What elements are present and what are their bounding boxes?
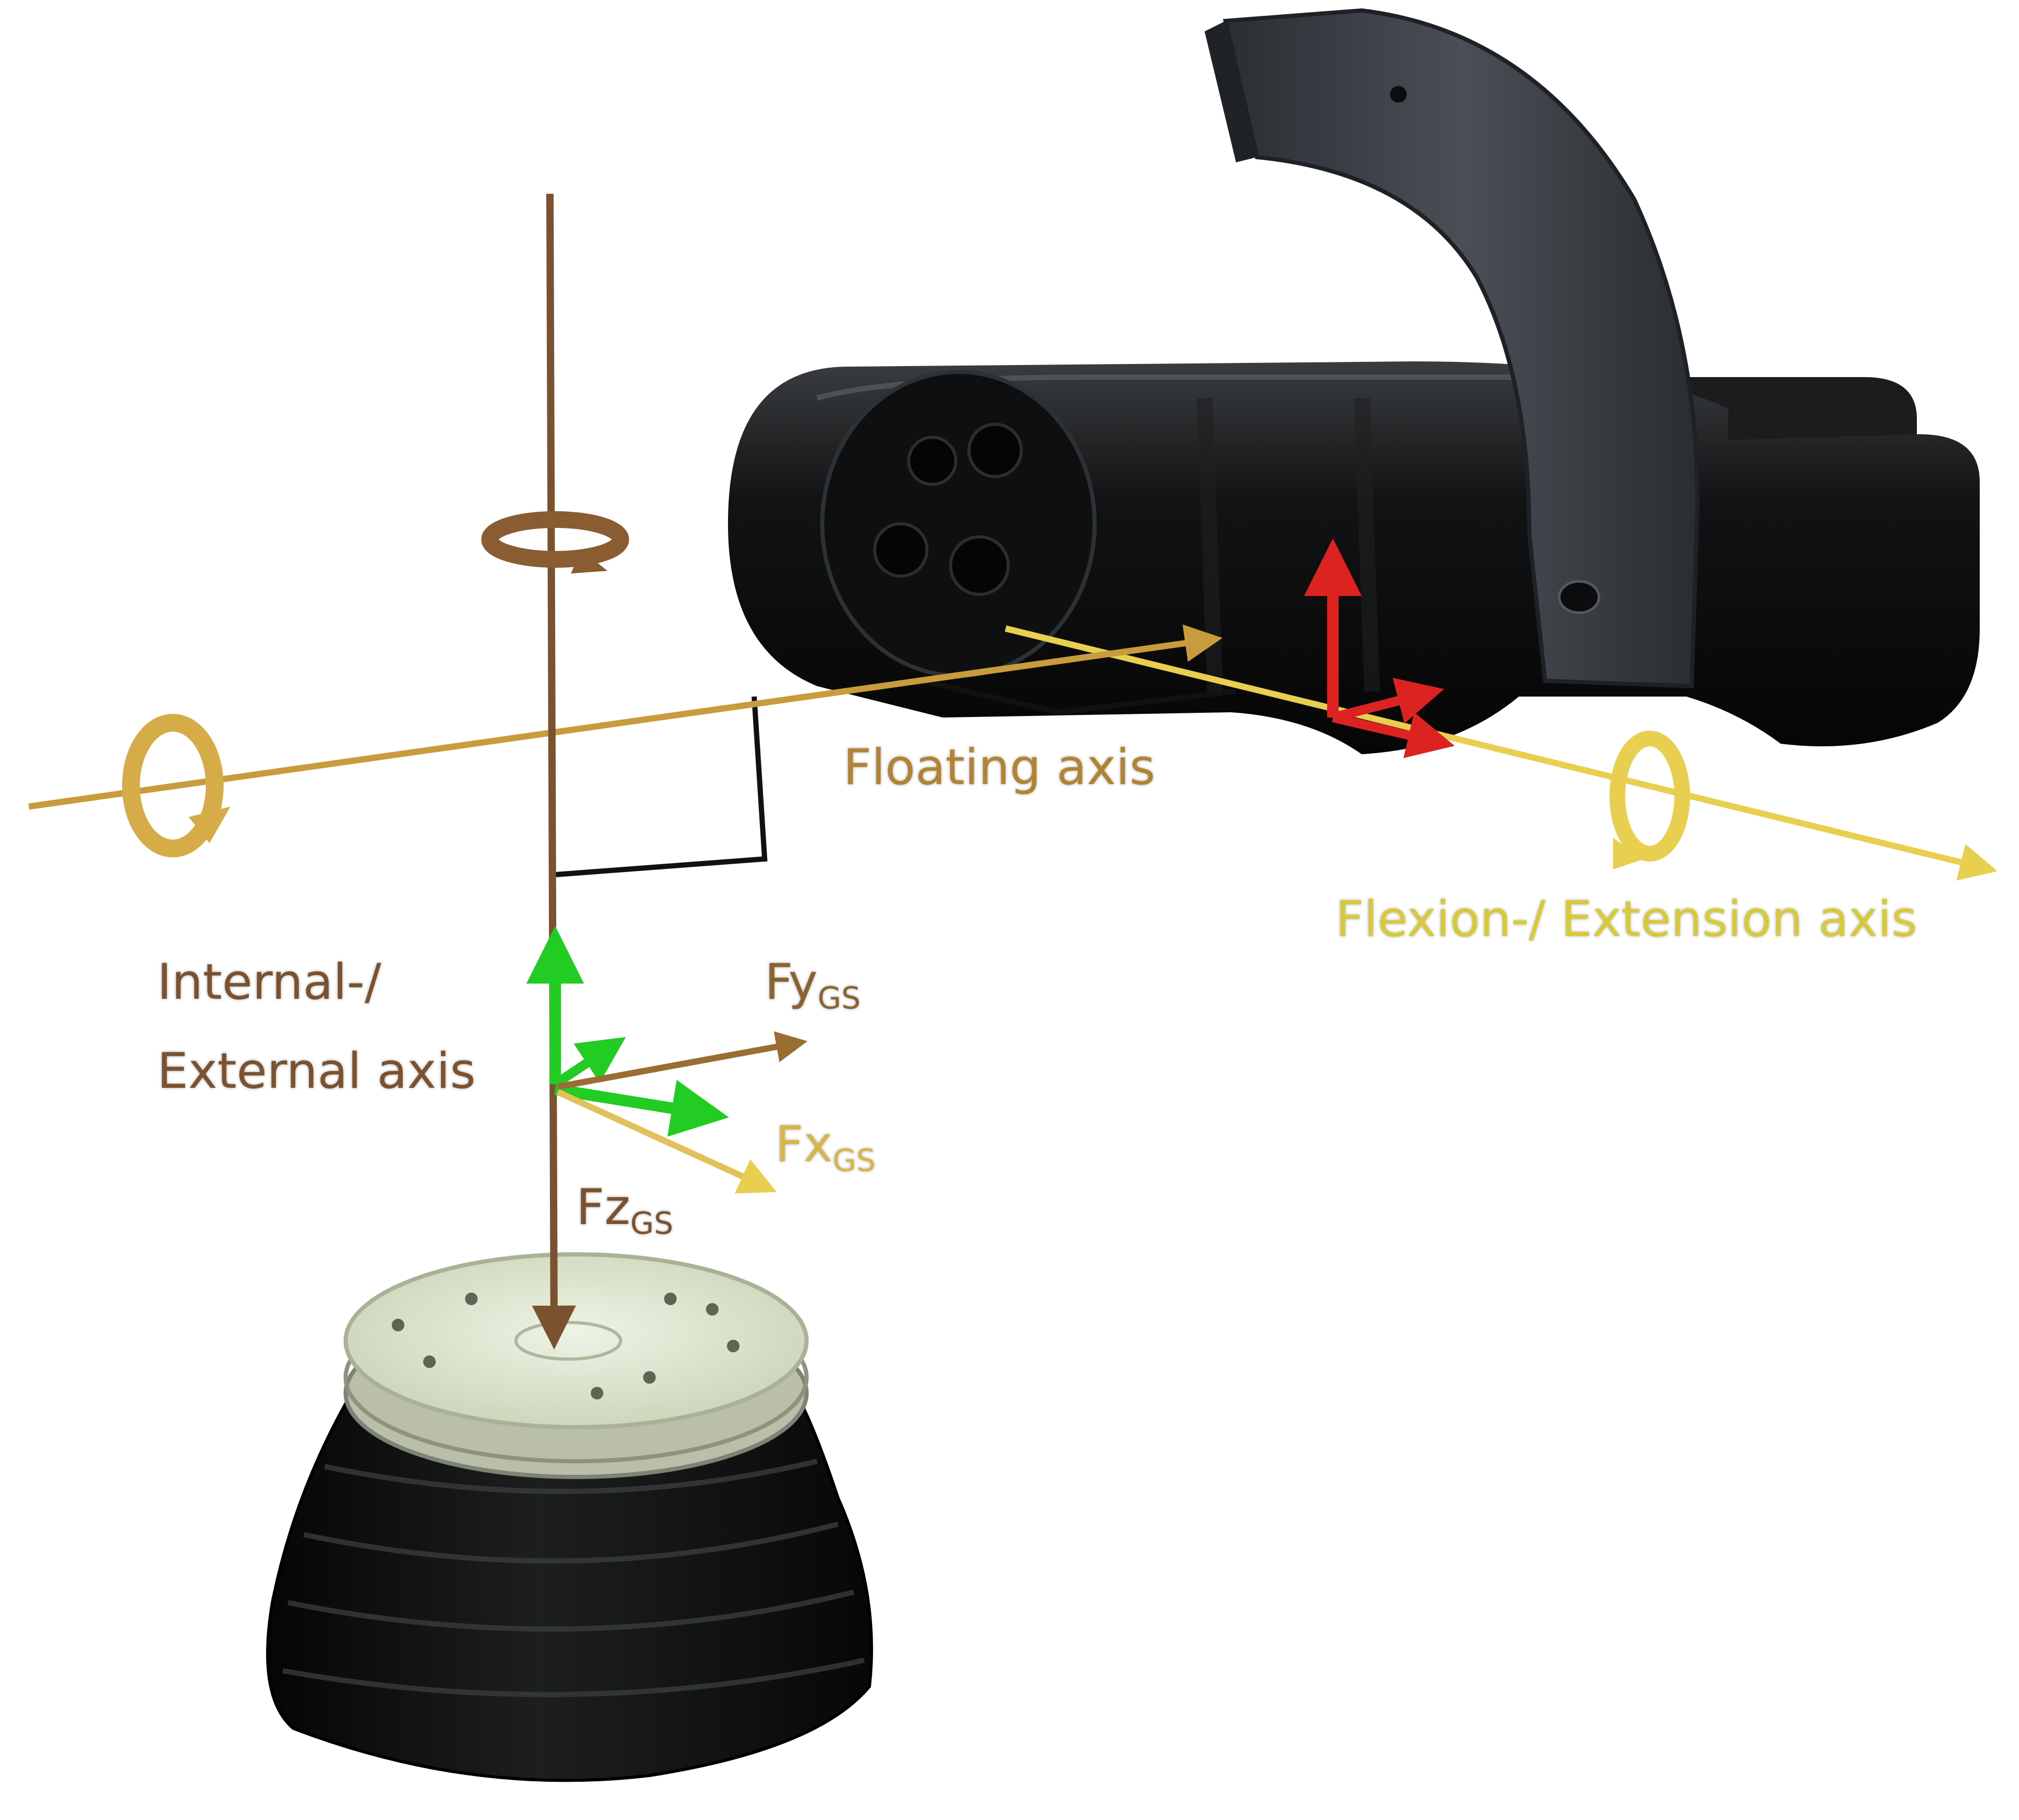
floating-rotation-arrowhead (189, 807, 230, 843)
femoral-force-frame (1304, 538, 1455, 758)
plate-hole (465, 1293, 478, 1305)
internal-rotation-ring (481, 511, 629, 568)
plate-hole (392, 1319, 404, 1331)
green-axis-right (554, 1079, 729, 1137)
internal-rotation-arrowhead (571, 550, 608, 573)
fx-symbol: Fx (775, 1116, 833, 1173)
internal-external-axis-line (532, 193, 576, 1350)
right-angle-markers (555, 678, 1237, 877)
fy-symbol: Fy (765, 954, 818, 1011)
flexion-extension-axis (1005, 625, 1998, 881)
floating-rotation-ring (122, 714, 224, 857)
plate-hole (706, 1303, 719, 1316)
mounting-hole (907, 436, 957, 486)
fy-subscript: GS (818, 980, 861, 1016)
internal-external-axis (481, 193, 629, 1350)
flexion-rotation-ring (1609, 731, 1690, 862)
fy-label: FyGS (765, 953, 860, 1017)
flexion-rotation-arrowhead (1613, 838, 1645, 869)
base-ridges (282, 1459, 865, 1697)
floating-axis-label: Floating axis (843, 739, 1155, 796)
tibial-base (266, 1252, 873, 1782)
fz-label: FzGS (576, 1178, 674, 1242)
bracket-hole (1390, 86, 1407, 103)
fx-label: FxGS (775, 1116, 876, 1179)
internal-external-axis-label-line2: External axis (157, 1043, 476, 1100)
flexion-extension-axis-line (1005, 625, 1998, 881)
right-angle-marker-left (555, 696, 768, 877)
bracket-front (1223, 8, 1700, 689)
fz-symbol: Fz (576, 1179, 631, 1236)
internal-external-axis-label-line1: Internal-/ (157, 954, 381, 1011)
plate-hole (643, 1371, 656, 1384)
mounting-hole (949, 535, 1010, 596)
plate-hole (664, 1293, 677, 1305)
femoral-component (728, 361, 1980, 754)
curved-bracket (1205, 8, 1700, 689)
flexion-extension-axis-label: Flexion-/ Extension axis (1336, 891, 1917, 948)
plate-hole (423, 1355, 436, 1368)
right-angle-marker-right (921, 678, 1237, 715)
bracket-side (1205, 21, 1257, 162)
fy-vector (557, 1031, 808, 1090)
mounting-hole (873, 522, 929, 578)
plate-hole (591, 1387, 603, 1399)
plate-hole (727, 1340, 740, 1352)
fx-vector (556, 1089, 777, 1194)
green-axis-back (553, 1037, 626, 1088)
mounting-hole (967, 423, 1023, 478)
sensor-plate (344, 1252, 809, 1429)
femoral-body-end-cap (820, 370, 1097, 678)
bracket-hole (1558, 580, 1601, 614)
tibial-force-frame (526, 926, 808, 1194)
red-axis-forward (1331, 712, 1455, 758)
red-axis-right (1331, 678, 1444, 724)
fz-subscript: GS (630, 1205, 674, 1241)
floating-axis (28, 624, 1223, 857)
fx-subscript: GS (832, 1142, 876, 1178)
floating-axis-line (28, 624, 1223, 810)
